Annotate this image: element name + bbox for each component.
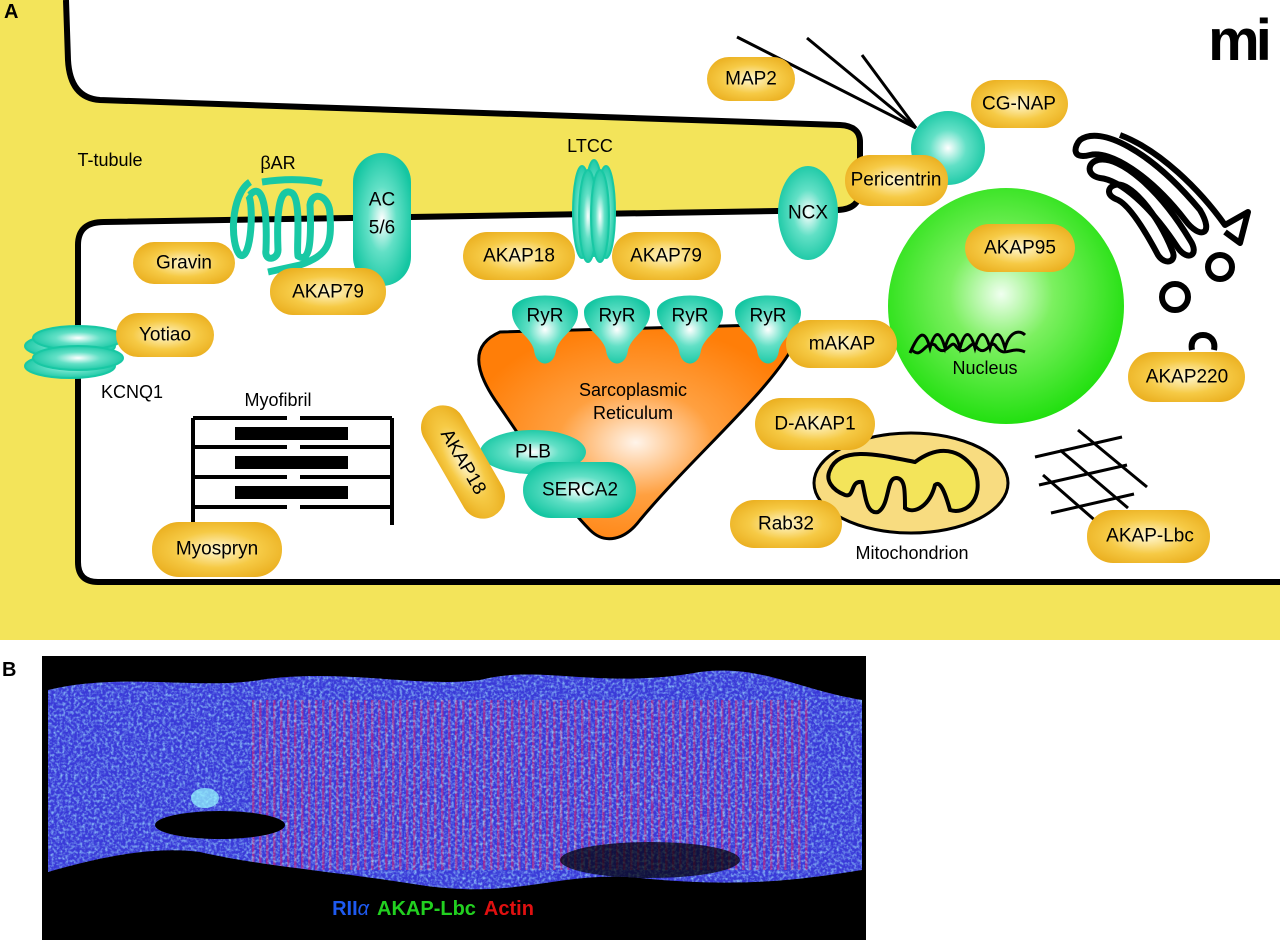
svg-text:Mitochondrion: Mitochondrion: [855, 543, 968, 563]
akap-akap79-membrane: AKAP79: [270, 268, 386, 315]
svg-text:AKAP220: AKAP220: [1146, 367, 1228, 388]
svg-text:mAKAP: mAKAP: [809, 334, 876, 355]
svg-text:AKAP79: AKAP79: [630, 246, 702, 267]
ltcc-channel: [572, 159, 616, 263]
akap-akap220: AKAP220: [1128, 352, 1245, 402]
svg-text:RyR: RyR: [672, 306, 709, 327]
svg-text:Sarcoplasmic: Sarcoplasmic: [579, 380, 687, 400]
panel-a: A mi T-tubule βAR AC 5/6 LTCC NCX: [0, 0, 1280, 640]
svg-text:RyR: RyR: [599, 306, 636, 327]
legend-rii-alpha: RII: [332, 898, 358, 920]
adenylyl-cyclase: AC 5/6: [353, 153, 411, 286]
akap-gravin: Gravin: [133, 242, 235, 284]
svg-text:Pericentrin: Pericentrin: [851, 170, 942, 191]
akap-yotiao: Yotiao: [116, 313, 214, 357]
dna-icon: [908, 330, 1027, 355]
ryr-channels: RyR RyR RyR RyR: [512, 295, 801, 364]
beta-ar-receptor: [229, 176, 334, 276]
svg-text:Reticulum: Reticulum: [593, 403, 673, 423]
panel-label-a: A: [4, 1, 18, 23]
svg-text:5/6: 5/6: [369, 218, 395, 239]
akap-makap: mAKAP: [786, 320, 897, 368]
svg-text:AKAP79: AKAP79: [292, 282, 364, 303]
svg-text:D-AKAP1: D-AKAP1: [774, 414, 855, 435]
svg-text:AKAP-Lbc: AKAP-Lbc: [1106, 526, 1194, 547]
kcnq1-channel: [24, 325, 124, 379]
svg-text:SERCA2: SERCA2: [542, 480, 618, 501]
nucleus: Nucleus: [888, 188, 1124, 424]
ryr-2: RyR: [584, 295, 650, 364]
actin-cytoskeleton: [1034, 428, 1148, 525]
akap-pericentrin: Pericentrin: [845, 155, 948, 206]
akap-myospryn: Myospryn: [152, 522, 282, 577]
svg-text:AKAP95: AKAP95: [984, 238, 1056, 259]
ryr-1: RyR: [512, 295, 578, 364]
svg-text:AC: AC: [369, 190, 395, 211]
ltcc-label: LTCC: [567, 136, 613, 156]
ncx-exchanger: NCX: [778, 166, 838, 260]
journal-logo: mi: [1208, 8, 1269, 73]
svg-text:CG-NAP: CG-NAP: [982, 94, 1056, 115]
legend-akap-lbc: AKAP-Lbc: [377, 898, 476, 920]
svg-text:Myospryn: Myospryn: [176, 539, 258, 560]
svg-text:Rab32: Rab32: [758, 514, 814, 535]
svg-text:RyR: RyR: [527, 306, 564, 327]
svg-text:Nucleus: Nucleus: [952, 358, 1017, 378]
panel-label-b: B: [2, 659, 16, 681]
beta-ar-label: βAR: [260, 153, 295, 173]
golgi-apparatus: [1072, 132, 1251, 351]
serca2-pump: SERCA2: [523, 462, 636, 518]
akap-d-akap1: D-AKAP1: [755, 398, 875, 450]
svg-text:MAP2: MAP2: [725, 69, 777, 90]
ryr-4: RyR: [735, 295, 801, 364]
akap-akap95: AKAP95: [965, 224, 1075, 272]
akap-rab32: Rab32: [730, 500, 842, 548]
svg-text:RyR: RyR: [750, 306, 787, 327]
svg-text:AKAP18: AKAP18: [483, 246, 555, 267]
akap-akap-lbc: AKAP-Lbc: [1087, 510, 1210, 563]
myofibril-label: Myofibril: [244, 390, 311, 410]
akap-cg-nap: CG-NAP: [971, 80, 1068, 128]
sarcolemma-membrane: [63, 0, 1280, 585]
svg-text:PLB: PLB: [515, 442, 551, 463]
kcnq1-label: KCNQ1: [101, 382, 163, 402]
ryr-3: RyR: [657, 295, 723, 364]
akap-akap79-ltcc: AKAP79: [612, 232, 721, 280]
microtubules: [736, 35, 918, 130]
t-tubule-label: T-tubule: [77, 150, 142, 170]
svg-text:Yotiao: Yotiao: [139, 325, 191, 346]
svg-text:Gravin: Gravin: [156, 253, 212, 274]
myofibril: [191, 416, 394, 525]
mitochondrion: Mitochondrion: [812, 431, 1010, 563]
legend-actin: Actin: [484, 898, 534, 920]
akap-map2: MAP2: [707, 57, 795, 101]
svg-text:NCX: NCX: [788, 203, 828, 224]
akap-akap18-ltcc: AKAP18: [463, 232, 575, 280]
